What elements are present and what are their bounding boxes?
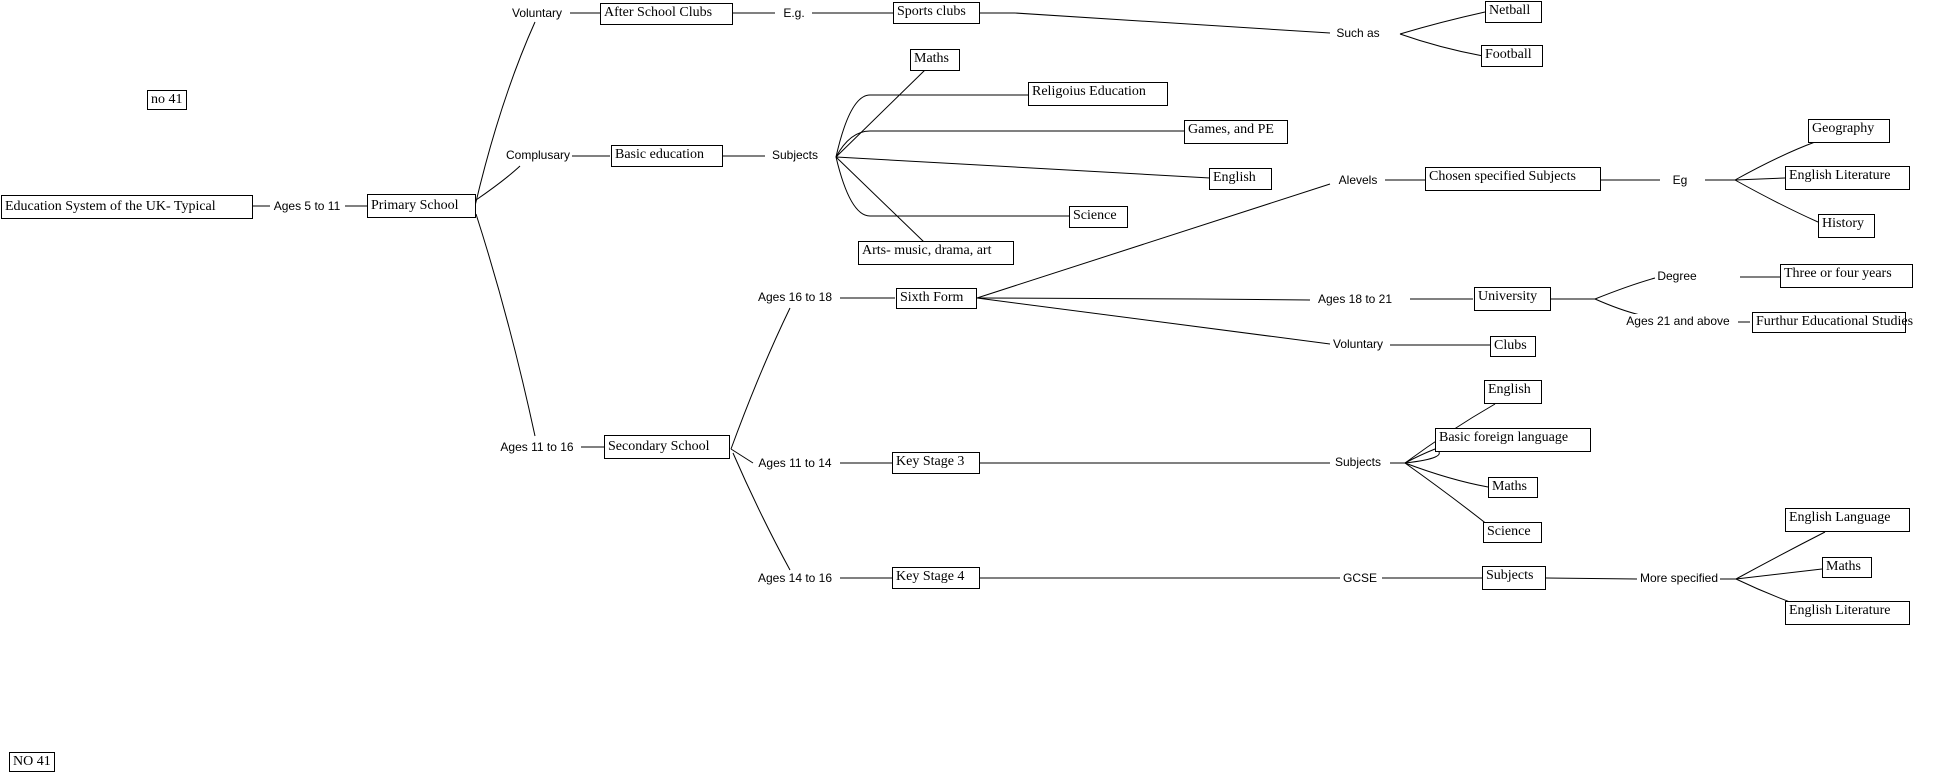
gcse-subjects-node[interactable]: Subjects <box>1482 566 1546 590</box>
label-subjects-primary: Subjects <box>769 148 821 162</box>
label-gcse: GCSE <box>1340 571 1380 585</box>
label-ages-11-16: Ages 11 to 16 <box>498 440 576 454</box>
chosen-subjects-node[interactable]: Chosen specified Subjects <box>1425 167 1601 191</box>
note-top[interactable]: no 41 <box>147 90 187 110</box>
label-ages-11-14: Ages 11 to 14 <box>756 456 834 470</box>
subject-maths[interactable]: Maths <box>910 49 960 71</box>
label-such-as: Such as <box>1334 26 1382 40</box>
label-degree: Degree <box>1655 269 1699 283</box>
ks4-english-language[interactable]: English Language <box>1785 508 1910 532</box>
root-node[interactable]: Education System of the UK- Typical <box>1 195 253 219</box>
netball-node[interactable]: Netball <box>1485 1 1542 23</box>
after-school-clubs-node[interactable]: After School Clubs <box>600 3 733 25</box>
basic-education-node[interactable]: Basic education <box>611 145 723 167</box>
football-node[interactable]: Football <box>1481 45 1543 67</box>
primary-school-node[interactable]: Primary School <box>367 194 476 218</box>
key-stage-3-node[interactable]: Key Stage 3 <box>892 452 980 474</box>
university-node[interactable]: University <box>1474 287 1551 311</box>
label-ages-18-21: Ages 18 to 21 <box>1315 292 1395 306</box>
label-eg: E.g. <box>781 6 807 20</box>
alevel-history[interactable]: History <box>1818 214 1875 238</box>
label-compulsory: Complusary <box>503 148 573 162</box>
label-ages-16-18: Ages 16 to 18 <box>755 290 835 304</box>
note-bottom[interactable]: NO 41 <box>9 752 55 772</box>
label-ages-5-11: Ages 5 to 11 <box>271 199 343 213</box>
alevel-geography[interactable]: Geography <box>1808 119 1890 143</box>
secondary-school-node[interactable]: Secondary School <box>604 435 730 459</box>
ks3-english[interactable]: English <box>1484 380 1542 404</box>
subject-arts[interactable]: Arts- music, drama, art <box>858 241 1014 265</box>
ks3-maths[interactable]: Maths <box>1488 477 1538 498</box>
label-subjects-ks3: Subjects <box>1332 455 1384 469</box>
alevel-english-literature[interactable]: English Literature <box>1785 166 1910 190</box>
sixth-form-node[interactable]: Sixth Form <box>896 288 977 309</box>
ks4-maths[interactable]: Maths <box>1822 557 1872 578</box>
sports-clubs-node[interactable]: Sports clubs <box>893 2 980 24</box>
ks3-foreign-language[interactable]: Basic foreign language <box>1435 428 1591 452</box>
key-stage-4-node[interactable]: Key Stage 4 <box>892 567 980 589</box>
label-more-specified: More specified <box>1637 571 1721 585</box>
ks3-science[interactable]: Science <box>1483 522 1542 543</box>
degree-duration-node[interactable]: Three or four years <box>1780 264 1913 288</box>
subject-religious-education[interactable]: Religoius Education <box>1028 82 1168 106</box>
label-voluntary-sixth-form: Voluntary <box>1330 337 1386 351</box>
label-alevels: Alevels <box>1336 173 1380 187</box>
label-eg-alevels: Eg <box>1670 173 1690 187</box>
label-voluntary: Voluntary <box>509 6 565 20</box>
clubs-node[interactable]: Clubs <box>1490 336 1536 357</box>
further-education-node[interactable]: Furthur Educational Studies <box>1752 312 1913 333</box>
ks4-english-literature[interactable]: English Literature <box>1785 601 1910 625</box>
subject-english-primary[interactable]: English <box>1209 168 1272 190</box>
label-ages-14-16: Ages 14 to 16 <box>755 571 835 585</box>
label-ages-21-above: Ages 21 and above <box>1624 314 1732 328</box>
subject-science-primary[interactable]: Science <box>1069 206 1128 228</box>
subject-games-pe[interactable]: Games, and PE <box>1184 120 1288 144</box>
